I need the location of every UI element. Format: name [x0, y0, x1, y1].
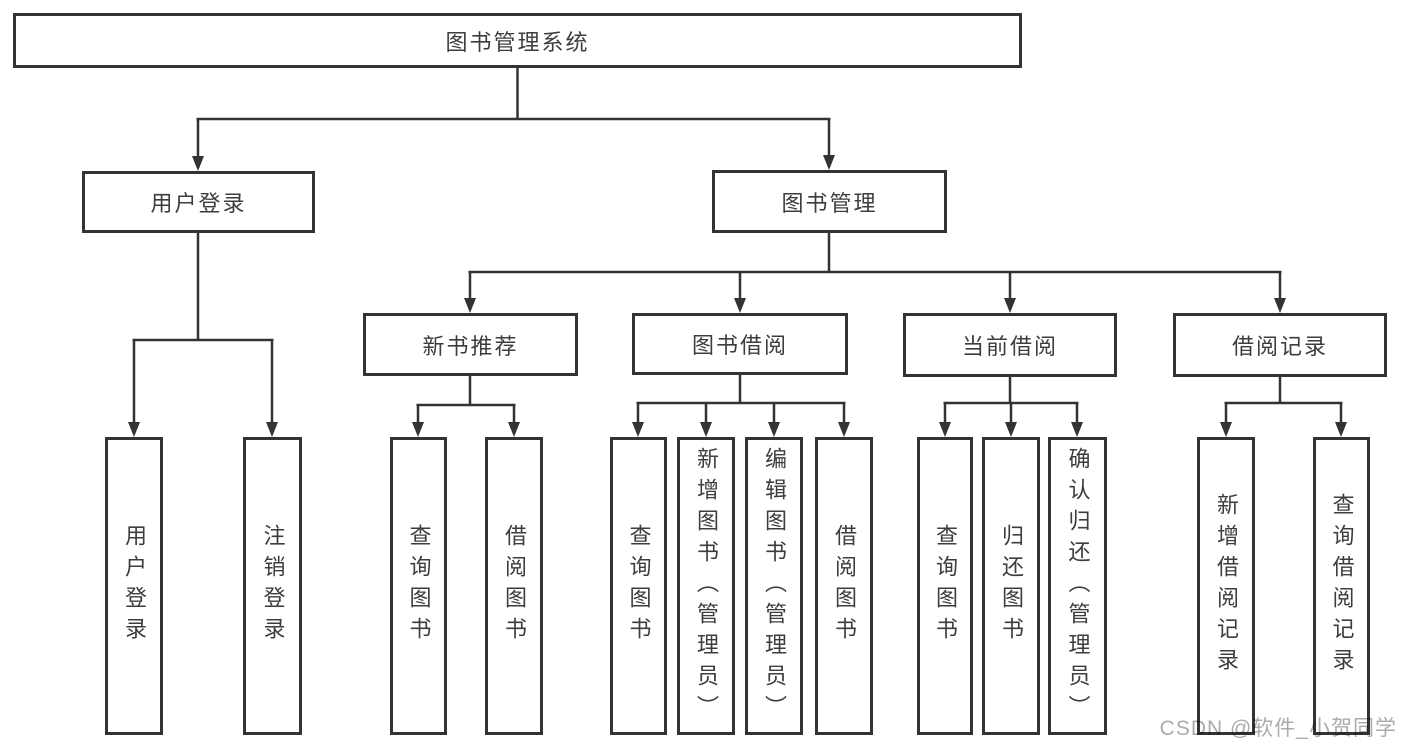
leaf-current-confirm-return-admin-label: 确认归还（管理员）	[1065, 446, 1091, 726]
leaf-current-confirm-return-admin: 确认归还（管理员）	[1048, 437, 1107, 735]
node-book-borrow-label: 图书借阅	[691, 333, 788, 358]
leaf-borrow-query-books: 查询图书	[610, 437, 667, 735]
node-current-borrow-label: 当前借阅	[961, 334, 1058, 359]
leaf-user-login: 用户登录	[105, 437, 163, 735]
node-system-root-label: 图书管理系统	[445, 29, 590, 55]
leaf-current-query-books: 查询图书	[917, 437, 973, 735]
leaf-records-add-record-label: 新增借阅记录	[1214, 493, 1239, 679]
leaf-recommend-query-books: 查询图书	[390, 437, 447, 735]
node-user-login-label: 用户登录	[150, 191, 247, 216]
leaf-current-return-books-label: 归还图书	[999, 524, 1024, 648]
leaf-logout: 注销登录	[243, 437, 302, 735]
leaf-records-add-record: 新增借阅记录	[1197, 437, 1255, 735]
node-book-management-label: 图书管理	[781, 190, 878, 216]
leaf-records-query-record-label: 查询借阅记录	[1329, 493, 1355, 679]
node-system-root: 图书管理系统	[13, 13, 1022, 68]
leaf-borrow-add-books-admin: 新增图书（管理员）	[677, 437, 735, 735]
node-current-borrow: 当前借阅	[903, 313, 1117, 377]
leaf-records-query-record: 查询借阅记录	[1313, 437, 1370, 735]
node-new-book-recommend-label: 新书推荐	[422, 333, 519, 359]
node-user-login: 用户登录	[82, 171, 315, 233]
node-book-borrow: 图书借阅	[632, 313, 848, 375]
node-book-management: 图书管理	[712, 170, 947, 233]
leaf-logout-label: 注销登录	[260, 524, 286, 648]
leaf-recommend-query-books-label: 查询图书	[406, 524, 432, 648]
leaf-borrow-borrow-books-label: 借阅图书	[832, 524, 857, 648]
leaf-current-query-books-label: 查询图书	[933, 524, 958, 648]
leaf-borrow-add-books-admin-label: 新增图书（管理员）	[694, 446, 719, 726]
node-new-book-recommend: 新书推荐	[363, 313, 578, 376]
csdn-watermark: CSDN @软件_小贺同学	[1159, 717, 1397, 740]
node-borrow-records: 借阅记录	[1173, 313, 1387, 377]
node-borrow-records-label: 借阅记录	[1231, 334, 1328, 359]
leaf-borrow-edit-books-admin: 编辑图书（管理员）	[745, 437, 803, 735]
arrowheads	[128, 155, 1347, 437]
leaf-recommend-borrow-books: 借阅图书	[485, 437, 543, 735]
leaf-current-return-books: 归还图书	[982, 437, 1040, 735]
leaf-borrow-query-books-label: 查询图书	[626, 524, 652, 648]
leaf-user-login-label: 用户登录	[122, 524, 147, 648]
leaf-recommend-borrow-books-label: 借阅图书	[502, 524, 527, 648]
leaf-borrow-borrow-books: 借阅图书	[815, 437, 873, 735]
leaf-borrow-edit-books-admin-label: 编辑图书（管理员）	[762, 446, 787, 726]
